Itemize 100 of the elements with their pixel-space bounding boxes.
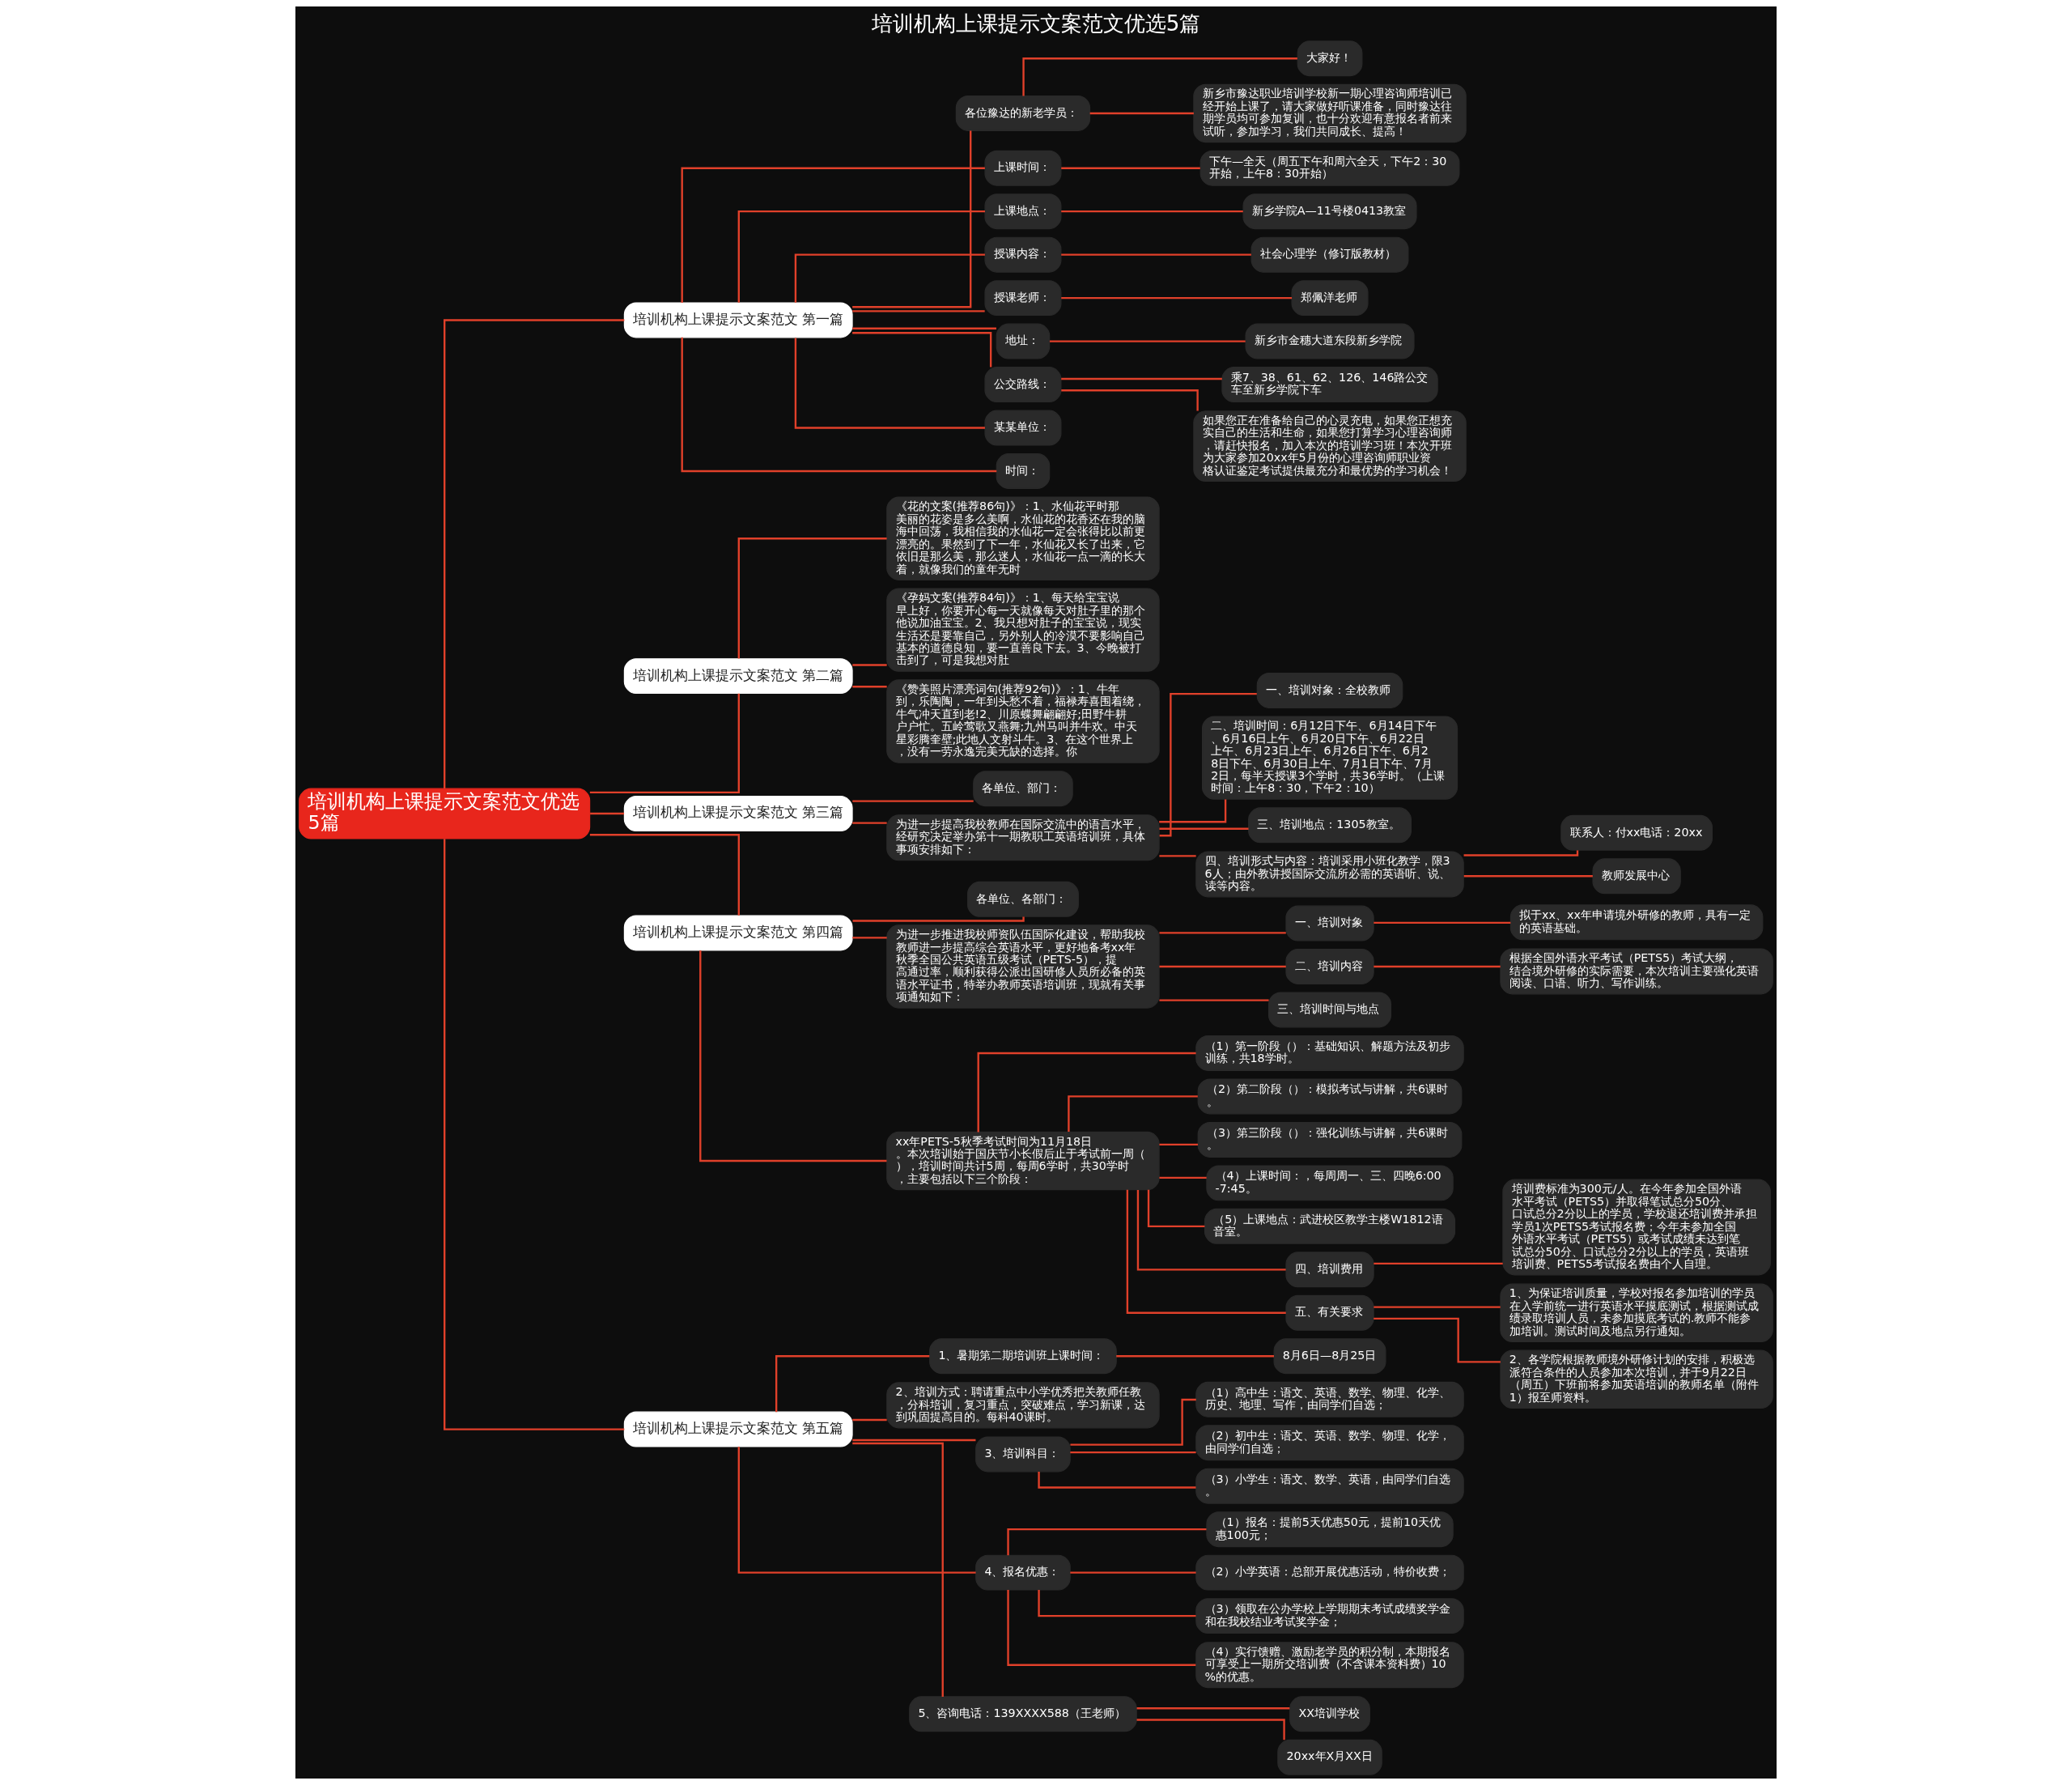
node-box: 联系人：付xx电话：20xx — [1560, 814, 1713, 851]
node-box: （2）第二阶段（）：模拟考试与讲解，共6课时。 — [1197, 1078, 1463, 1115]
connector — [681, 167, 985, 303]
connector — [1136, 1719, 1285, 1740]
node-box: （4）上课时间：，每周周一、三、四晚6:00-7:45。 — [1206, 1165, 1454, 1201]
node-box: 培训机构上课提示文案范文优选5篇 — [299, 788, 591, 839]
connector — [1126, 1189, 1286, 1314]
node-box: 四、培训费用 — [1285, 1252, 1374, 1288]
node-box: 培训机构上课提示文案范文 第四篇 — [623, 915, 853, 951]
connector — [681, 337, 997, 473]
node-box: 各单位、各部门： — [967, 881, 1079, 917]
connector — [1061, 167, 1200, 169]
connector — [589, 834, 740, 916]
connector — [852, 664, 887, 666]
connector — [852, 130, 972, 308]
connector — [852, 937, 887, 939]
connector — [1159, 1176, 1207, 1179]
connector — [1159, 692, 1257, 837]
connector — [852, 310, 985, 312]
node-box: 郑佩洋老师 — [1291, 280, 1369, 317]
node-box: （5）上课地点：武进校区教学主楼W1812语音室。 — [1204, 1208, 1456, 1244]
node-box: （3）第三阶段（）：强化训练与讲解，共6课时。 — [1197, 1121, 1463, 1158]
connector — [852, 800, 974, 802]
connector — [1061, 377, 1222, 380]
connector — [1061, 296, 1293, 300]
connector — [1049, 340, 1246, 342]
node-box: 培训机构上课提示文案范文 第三篇 — [623, 796, 853, 832]
connector — [852, 327, 996, 329]
connector — [1159, 932, 1286, 934]
node-box: 大家好！ — [1297, 40, 1363, 77]
node-box: （2）初中生：语文、英语、数学、物理、化学，由同学们自选； — [1195, 1425, 1464, 1461]
node-box: 各单位、部门： — [973, 771, 1073, 807]
connector — [1070, 1571, 1196, 1574]
connector — [737, 1447, 976, 1574]
connector — [1068, 1095, 1198, 1132]
node-box: （3）领取在公办学校上学期期末考试成绩奖学金和在我校结业考试奖学金； — [1195, 1598, 1464, 1634]
node-box: 2、培训方式：聘请重点中小学优秀把关教师任教，分科培训，复习重点，突破难点，学习新课，达到巩固提高目的。每科40课时。 — [886, 1382, 1160, 1429]
node-box: 五、有关要求 — [1285, 1294, 1374, 1331]
node-box: 某某单位： — [984, 410, 1062, 446]
node-box: （1）报名：提前5天优惠50元，提前10天优惠100元； — [1206, 1511, 1454, 1548]
connector — [699, 950, 887, 1162]
node-box: （3）小学生：语文、数学、英语，由同学们自选。 — [1195, 1468, 1464, 1504]
node-box: 一、培训对象：全校教师 — [1256, 672, 1403, 708]
node-box: 三、培训地点：1305教室。 — [1248, 807, 1412, 844]
connector — [1159, 999, 1269, 1001]
connector — [852, 332, 992, 368]
node-box: 根据全国外语水平考试（PETS5）考试大纲，结合境外研修的实际需要，本次培训主要强化英语阅读、口语、听力、写作训练。 — [1500, 948, 1773, 995]
connector — [794, 338, 985, 429]
connector — [1159, 855, 1196, 857]
node-box: 3、培训科目： — [975, 1436, 1071, 1473]
connector — [852, 916, 1025, 922]
connector — [1089, 112, 1194, 115]
node-box: 1、为保证培训质量，学校对报名参加培训的学员在入学前统一进行英语水平摸底测试，根据测试成绩录取培训人员，未参加摸底考试的.教师不能参加培训。测试时间及地点另行通知。 — [1500, 1283, 1773, 1343]
node-box: 4、报名优惠： — [975, 1554, 1071, 1591]
connector — [1136, 1190, 1286, 1271]
node-box: 授课老师： — [984, 280, 1062, 317]
connector — [1070, 1451, 1196, 1454]
connector — [1159, 827, 1249, 830]
node-box: 《花的文案(推荐86句)》：1、水仙花平时那美丽的花姿是多么美啊，水仙花的花香还在我的脑海中回荡，我相信我的水仙花一定会张得比以前更漂亮的。果然到了下一年，水仙花又长了出来，它依旧是那么美，那么迷人，水仙花一点一滴的长大着，就像我们的童年无时 — [886, 496, 1160, 580]
connector — [1061, 210, 1243, 213]
connector — [1007, 1528, 1207, 1556]
connector — [590, 812, 625, 815]
node-box: 三、培训时间与地点 — [1267, 992, 1392, 1028]
node-box: XX培训学校 — [1289, 1696, 1370, 1732]
node-box: 二、培训内容 — [1285, 949, 1374, 984]
connector — [977, 1052, 1196, 1133]
node-box: 如果您正在准备给自己的心灵充电，如果您正想充实自己的生活和生命，如果您打算学习心理咨询师，请赶快报名，加入本次的培训学习班！本次开班为大家参加20xx年5月份的心理咨询师职业资格认证鉴定考试提供最充分和最优势的学习机会！ — [1193, 410, 1467, 482]
node-box: （1）第一阶段（）：基础知识、解题方法及初步训练，共18学时。 — [1195, 1035, 1464, 1071]
node-box: 培训费标准为300元/人。在今年参加全国外语水平考试（PETS5）并取得笔试总分50分、口试总分2分以上的学员，学校退还培训费并承担学员1次PETS5考试报名费；今年未参加全国外语水平考试（PETS5）或考试成绩未达到笔试总分50分、口试总分2分以上的学员，英语班培训费、PETS5考试报名费由个人自理。 — [1502, 1179, 1771, 1276]
connector — [1038, 1590, 1196, 1617]
connector — [1159, 1143, 1199, 1146]
node-box: （4）实行馈赠、激励老学员的积分制，本期报名可享受上一期所交培训费（不含课本资料费）10%的优惠。 — [1195, 1642, 1464, 1689]
node-box: 拟于xx、xx年申请境外研修的教师，具有一定的英语基础。 — [1509, 904, 1764, 941]
connector — [1061, 253, 1251, 256]
diagram-title: 培训机构上课提示文案范文优选5篇 — [871, 11, 1201, 36]
connector — [1070, 1398, 1196, 1446]
node-box: 20xx年X月XX日 — [1277, 1739, 1382, 1775]
connector — [1374, 1317, 1501, 1363]
node-box: 《孕妈文案(推荐84句)》：1、每天给宝宝说早上好，你要开心每一天就像每天对肚子里的那个他说加油宝宝。2、我只想对肚子的宝宝说，现实生活还是要靠自己，另外别人的冷漠不要影响自己基本的道德良知，要一直善良下去。3、今晚被打击到了，可是我想对肚 — [886, 588, 1160, 672]
connector — [737, 210, 985, 303]
connector — [1147, 1189, 1205, 1228]
node-box: 新乡市金穗大道东段新乡学院 — [1245, 323, 1415, 359]
node-box: 为进一步提高我校教师在国际交流中的语言水平，经研究决定举办第十一期教职工英语培训班，具体事项安排如下： — [886, 814, 1160, 861]
node-box: 下午—全天（周五下午和周六全天，下午2：30开始，上午8：30开始） — [1199, 150, 1460, 186]
node-box: 《赞美照片漂亮词句(推荐92句)》：1、牛年到，乐陶陶，一年到头愁不着，福禄寿喜围着绕，牛气冲天直到老!2、川原蝶舞翩翩好;田野牛耕户户忙。五岭莺歌又燕舞;九州马叫并牛欢。中天星彩腾奎壁;此地人文射斗牛。3、在这个世界上，没有一劳永逸完美无缺的选择。你 — [886, 679, 1160, 763]
connector — [1159, 965, 1286, 968]
connector — [1463, 875, 1593, 878]
connector — [1159, 799, 1227, 823]
node-box: 地址： — [996, 323, 1051, 359]
connector — [1022, 57, 1297, 96]
connector — [1038, 1471, 1196, 1489]
connector — [444, 839, 625, 1430]
connector — [1374, 965, 1501, 968]
connector — [852, 1418, 887, 1422]
connector — [737, 538, 887, 659]
node-box: 8月6日—8月25日 — [1273, 1338, 1386, 1375]
connector — [852, 1439, 976, 1442]
node-box: 新乡市豫达职业培训学校新一期心理咨询师培训已经开始上课了，请大家做好听课准备，同时豫达往期学员均可参加复训，也十分欢迎有意报名者前来试听，参加学习，我们共同成长、提高！ — [1193, 83, 1467, 143]
node-box: 培训机构上课提示文案范文 第二篇 — [623, 658, 853, 695]
node-box: 新乡学院A—11号楼0413教室 — [1242, 193, 1417, 230]
